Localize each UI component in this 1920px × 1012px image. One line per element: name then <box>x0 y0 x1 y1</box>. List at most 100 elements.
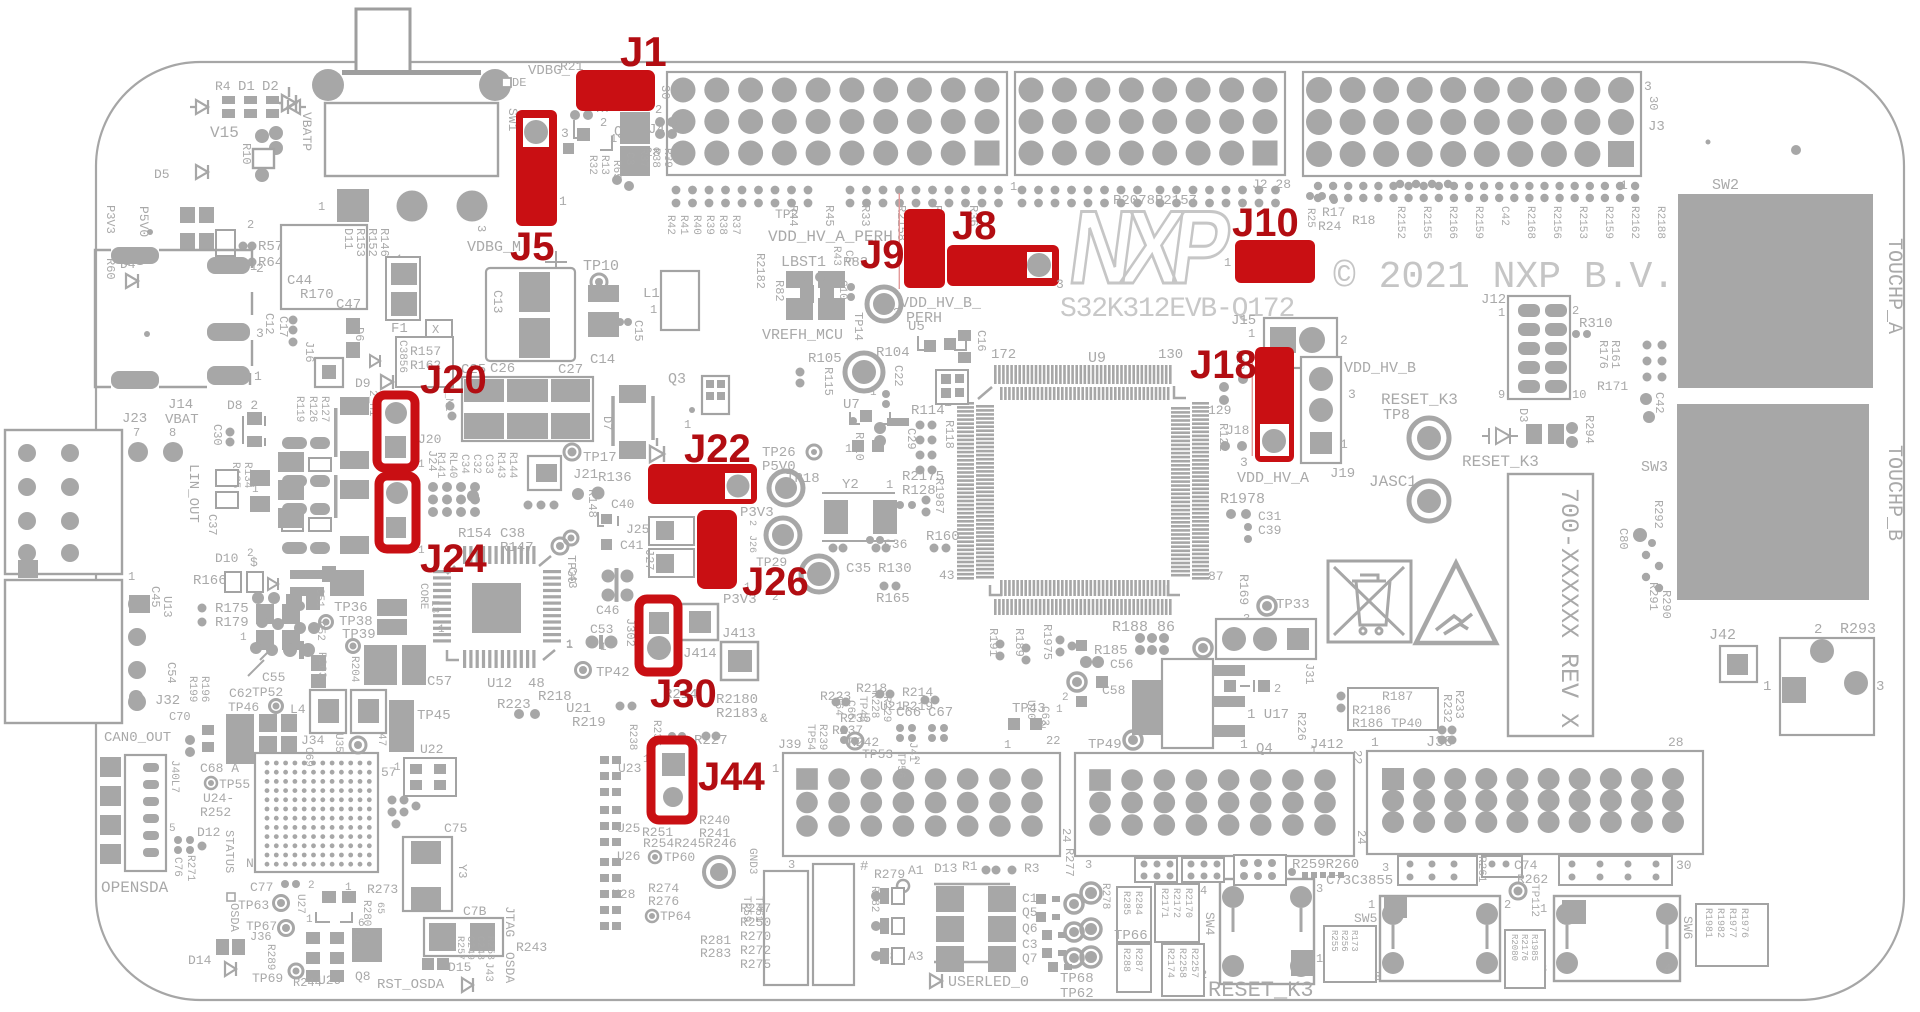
svg-text:C52: C52 <box>314 621 326 641</box>
svg-text:C17: C17 <box>276 316 290 338</box>
svg-text:R228: R228 <box>868 692 880 718</box>
svg-text:NXP: NXP <box>1063 190 1236 305</box>
svg-text:1: 1 <box>650 303 657 317</box>
svg-text:U35: U35 <box>332 733 344 753</box>
svg-text:1: 1 <box>1240 737 1248 752</box>
svg-text:R186 TP40: R186 TP40 <box>1352 716 1422 731</box>
svg-text:R278: R278 <box>1099 883 1111 909</box>
svg-text:R255: R255 <box>1329 930 1339 952</box>
svg-text:R223: R223 <box>497 697 531 713</box>
svg-text:VDD_HV_B_: VDD_HV_B_ <box>900 295 982 312</box>
svg-text:R214: R214 <box>664 687 698 703</box>
svg-text:VREFH_MCU: VREFH_MCU <box>762 327 843 344</box>
svg-text:R2162: R2162 <box>1628 206 1640 239</box>
svg-text:43: 43 <box>939 568 955 583</box>
svg-text:1: 1 <box>1763 679 1771 695</box>
svg-text:R272: R272 <box>740 943 771 958</box>
svg-text:R254R245R246: R254R245R246 <box>643 836 737 851</box>
svg-text:3: 3 <box>474 225 488 232</box>
svg-text:U5: U5 <box>908 319 925 335</box>
svg-text:R275: R275 <box>740 957 771 972</box>
svg-text:3: 3 <box>893 306 900 320</box>
svg-text:P5V0: P5V0 <box>136 206 151 237</box>
svg-text:R199: R199 <box>186 676 198 702</box>
svg-text:SW6: SW6 <box>1680 916 1695 939</box>
svg-text:RST_OSDA: RST_OSDA <box>377 977 445 993</box>
svg-text:R32: R32 <box>586 155 598 175</box>
svg-text:STATUS: STATUS <box>222 830 236 873</box>
svg-text:1: 1 <box>438 624 445 636</box>
svg-text:130: 130 <box>1158 347 1183 363</box>
svg-text:R126: R126 <box>306 396 318 422</box>
svg-text:C27: C27 <box>558 362 583 378</box>
svg-text:30: 30 <box>1676 858 1692 873</box>
svg-text:1: 1 <box>345 882 352 894</box>
svg-text:X: X <box>432 323 439 337</box>
svg-text:R251: R251 <box>642 825 673 840</box>
svg-text:U23: U23 <box>618 761 641 776</box>
svg-text:D10: D10 <box>215 551 238 566</box>
svg-text:J40L7: J40L7 <box>168 760 180 793</box>
svg-text:R175: R175 <box>215 601 249 617</box>
svg-text:R146: R146 <box>377 228 391 257</box>
svg-text:C80: C80 <box>1616 528 1630 550</box>
svg-text:1: 1 <box>1310 744 1317 758</box>
svg-text:VBAT: VBAT <box>165 412 199 428</box>
svg-text:R64: R64 <box>258 255 283 271</box>
svg-text:R157: R157 <box>410 344 441 359</box>
svg-text:1: 1 <box>1004 738 1011 752</box>
svg-text:30: 30 <box>658 85 672 99</box>
svg-text:RESET_K3: RESET_K3 <box>1381 391 1458 409</box>
svg-text:F1: F1 <box>391 321 408 337</box>
svg-text:2: 2 <box>914 756 921 768</box>
svg-text:D14: D14 <box>188 953 212 968</box>
svg-text:C40: C40 <box>611 497 634 512</box>
svg-text:S32K312EVB-Q172: S32K312EVB-Q172 <box>1060 294 1294 325</box>
svg-text:J5: J5 <box>510 225 555 269</box>
svg-text:3: 3 <box>1348 387 1356 402</box>
svg-text:C26: C26 <box>490 361 515 377</box>
svg-text:1: 1 <box>1056 704 1063 716</box>
svg-text:2: 2 <box>772 592 779 604</box>
svg-text:J414: J414 <box>683 646 717 662</box>
svg-text:R273: R273 <box>367 882 398 897</box>
svg-text:R2183: R2183 <box>716 706 758 722</box>
svg-text:1: 1 <box>1224 256 1231 270</box>
svg-text:R219: R219 <box>572 715 606 731</box>
svg-text:C248: C248 <box>474 936 485 960</box>
svg-text:TP36: TP36 <box>334 600 368 616</box>
svg-text:R1: R1 <box>962 859 978 874</box>
svg-text:U22: U22 <box>420 742 443 757</box>
svg-text:OSDA: OSDA <box>502 952 517 983</box>
svg-text:R252: R252 <box>200 805 231 820</box>
svg-text:2: 2 <box>1062 692 1069 704</box>
svg-text:1: 1 <box>559 194 567 209</box>
svg-text:R242: R242 <box>848 735 879 750</box>
svg-text:TP60: TP60 <box>664 850 695 865</box>
svg-text:R38: R38 <box>649 148 661 168</box>
svg-text:C32: C32 <box>470 454 482 474</box>
svg-text:TP112: TP112 <box>1528 884 1540 917</box>
svg-text:1 U17: 1 U17 <box>1247 707 1289 723</box>
svg-text:J43: J43 <box>482 962 494 982</box>
svg-text:1: 1 <box>1498 306 1505 320</box>
svg-text:R1977: R1977 <box>1726 908 1737 938</box>
svg-text:1: 1 <box>566 638 573 652</box>
svg-text:R143: R143 <box>494 452 506 478</box>
svg-text:USERLED_0: USERLED_0 <box>948 974 1029 991</box>
svg-text:D12: D12 <box>197 825 220 840</box>
svg-text:R241: R241 <box>699 826 730 841</box>
svg-text:LIN_OUT: LIN_OUT <box>185 464 201 523</box>
svg-text:TP67: TP67 <box>246 919 277 934</box>
svg-text:R2174: R2174 <box>1164 948 1175 978</box>
svg-text:R227: R227 <box>694 733 728 749</box>
svg-text:R144: R144 <box>506 452 518 479</box>
svg-text:22: 22 <box>1350 750 1364 764</box>
svg-text:J9: J9 <box>860 233 905 277</box>
svg-text:P3V3: P3V3 <box>103 205 117 234</box>
svg-text:R1975: R1975 <box>1040 624 1054 660</box>
svg-text:R2156: R2156 <box>1550 206 1562 239</box>
svg-text:C70: C70 <box>169 710 191 724</box>
svg-text:Y3: Y3 <box>455 864 469 878</box>
svg-text:VDBG_M: VDBG_M <box>467 239 521 256</box>
